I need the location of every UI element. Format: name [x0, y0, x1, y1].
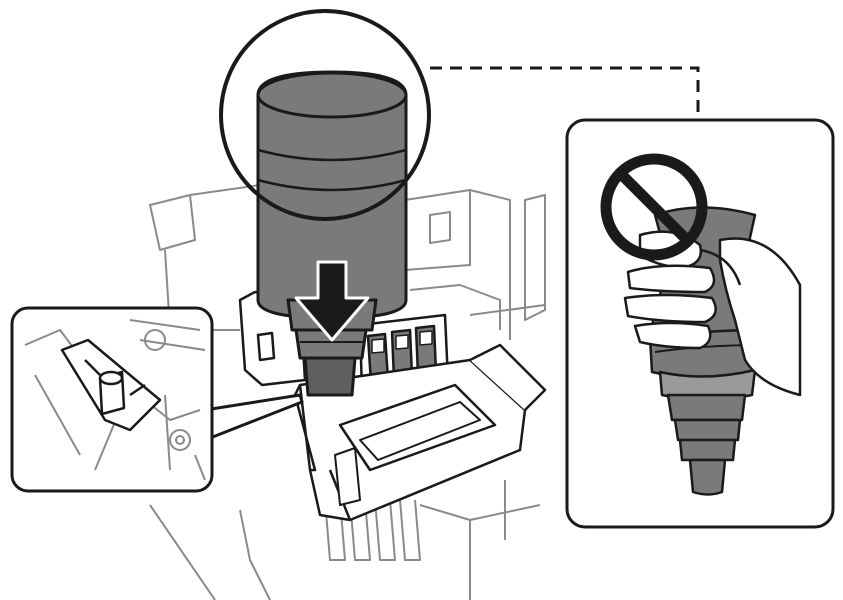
dashed-leader-line — [430, 68, 698, 118]
inset-pointer — [205, 395, 302, 440]
do-not-squeeze-inset — [567, 120, 833, 527]
